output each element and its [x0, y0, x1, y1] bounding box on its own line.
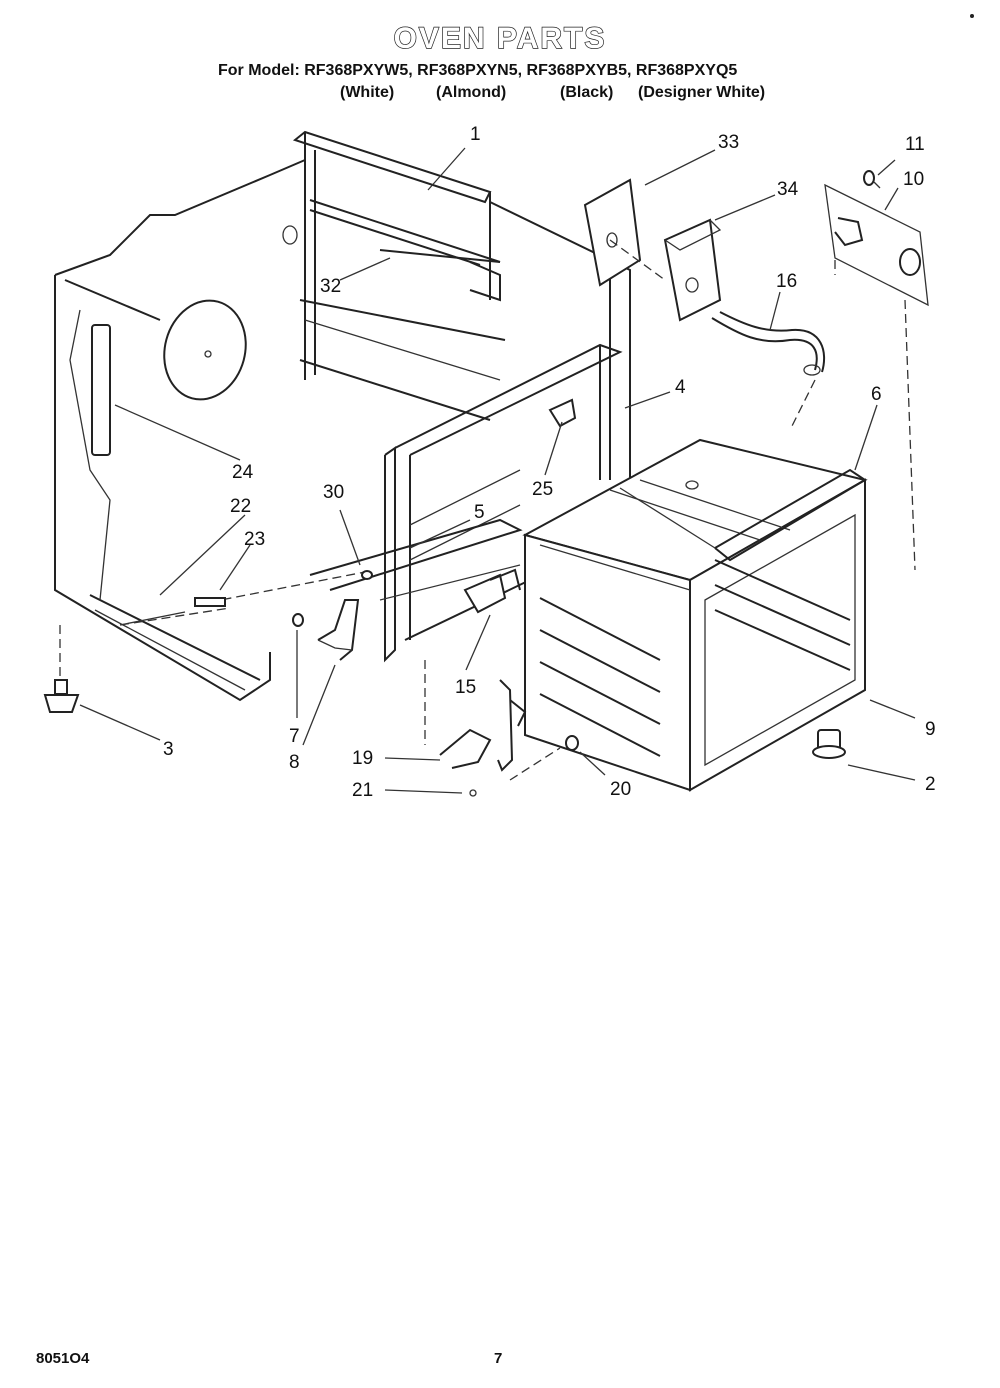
callout-19: 19 [352, 748, 373, 769]
callout-5: 5 [474, 502, 485, 523]
callout-8: 8 [289, 752, 300, 773]
igniter-23 [194, 597, 226, 607]
bracket-8 [317, 599, 360, 661]
callout-20: 20 [610, 779, 631, 800]
screw-7 [292, 613, 304, 627]
callout-6: 6 [871, 384, 882, 405]
callout-30: 30 [323, 482, 344, 503]
part-30 [361, 570, 373, 580]
callout-labels: 1 2 3 4 5 6 7 8 9 10 11 15 16 19 20 21 2… [163, 124, 936, 801]
callout-25: 25 [532, 479, 553, 500]
color-almond: (Almond) [436, 84, 507, 101]
sensor-assembly-10-11 [824, 170, 929, 307]
callout-23: 23 [244, 529, 265, 550]
oven-chassis [54, 130, 631, 702]
callout-4: 4 [675, 377, 686, 398]
callout-11: 11 [905, 134, 925, 155]
callout-33: 33 [718, 132, 739, 153]
doc-code-text: 8051O4 [36, 1350, 90, 1367]
leveling-leg-2 [812, 729, 846, 759]
color-white: (White) [340, 84, 395, 101]
page-number: 7 [494, 1350, 503, 1367]
callout-22: 22 [230, 496, 251, 517]
valve-19 [439, 679, 527, 772]
callout-21: 21 [352, 780, 373, 801]
doc-code: 8051O4 [36, 1350, 89, 1367]
page-title: OVEN PARTS [393, 21, 607, 55]
vent-tube-16 [711, 311, 826, 376]
callout-15: 15 [455, 677, 476, 698]
leveling-leg-3 [43, 679, 80, 713]
corner-mark [970, 14, 974, 18]
model-list: For Model: RF368PXYW5, RF368PXYN5, RF368… [218, 62, 738, 79]
callout-7: 7 [289, 726, 300, 747]
callout-10: 10 [903, 169, 924, 190]
bracket-15 [463, 568, 521, 614]
callout-16: 16 [776, 271, 797, 292]
screw-21 [469, 789, 477, 797]
callout-9: 9 [925, 719, 936, 740]
clip-25 [548, 398, 577, 428]
vent-bracket-34 [663, 218, 722, 322]
color-designer-white: (Designer White) [638, 84, 766, 101]
callout-32: 32 [320, 276, 341, 297]
callout-1: 1 [470, 124, 481, 145]
callout-2: 2 [925, 774, 936, 795]
callout-24: 24 [232, 462, 254, 483]
vent-cover-33 [583, 178, 642, 287]
leader-lines [79, 147, 916, 794]
callout-34: 34 [777, 179, 799, 200]
orifice-20 [565, 735, 579, 751]
callout-3: 3 [163, 739, 174, 760]
oven-rack [619, 468, 867, 562]
color-black: (Black) [560, 84, 614, 101]
